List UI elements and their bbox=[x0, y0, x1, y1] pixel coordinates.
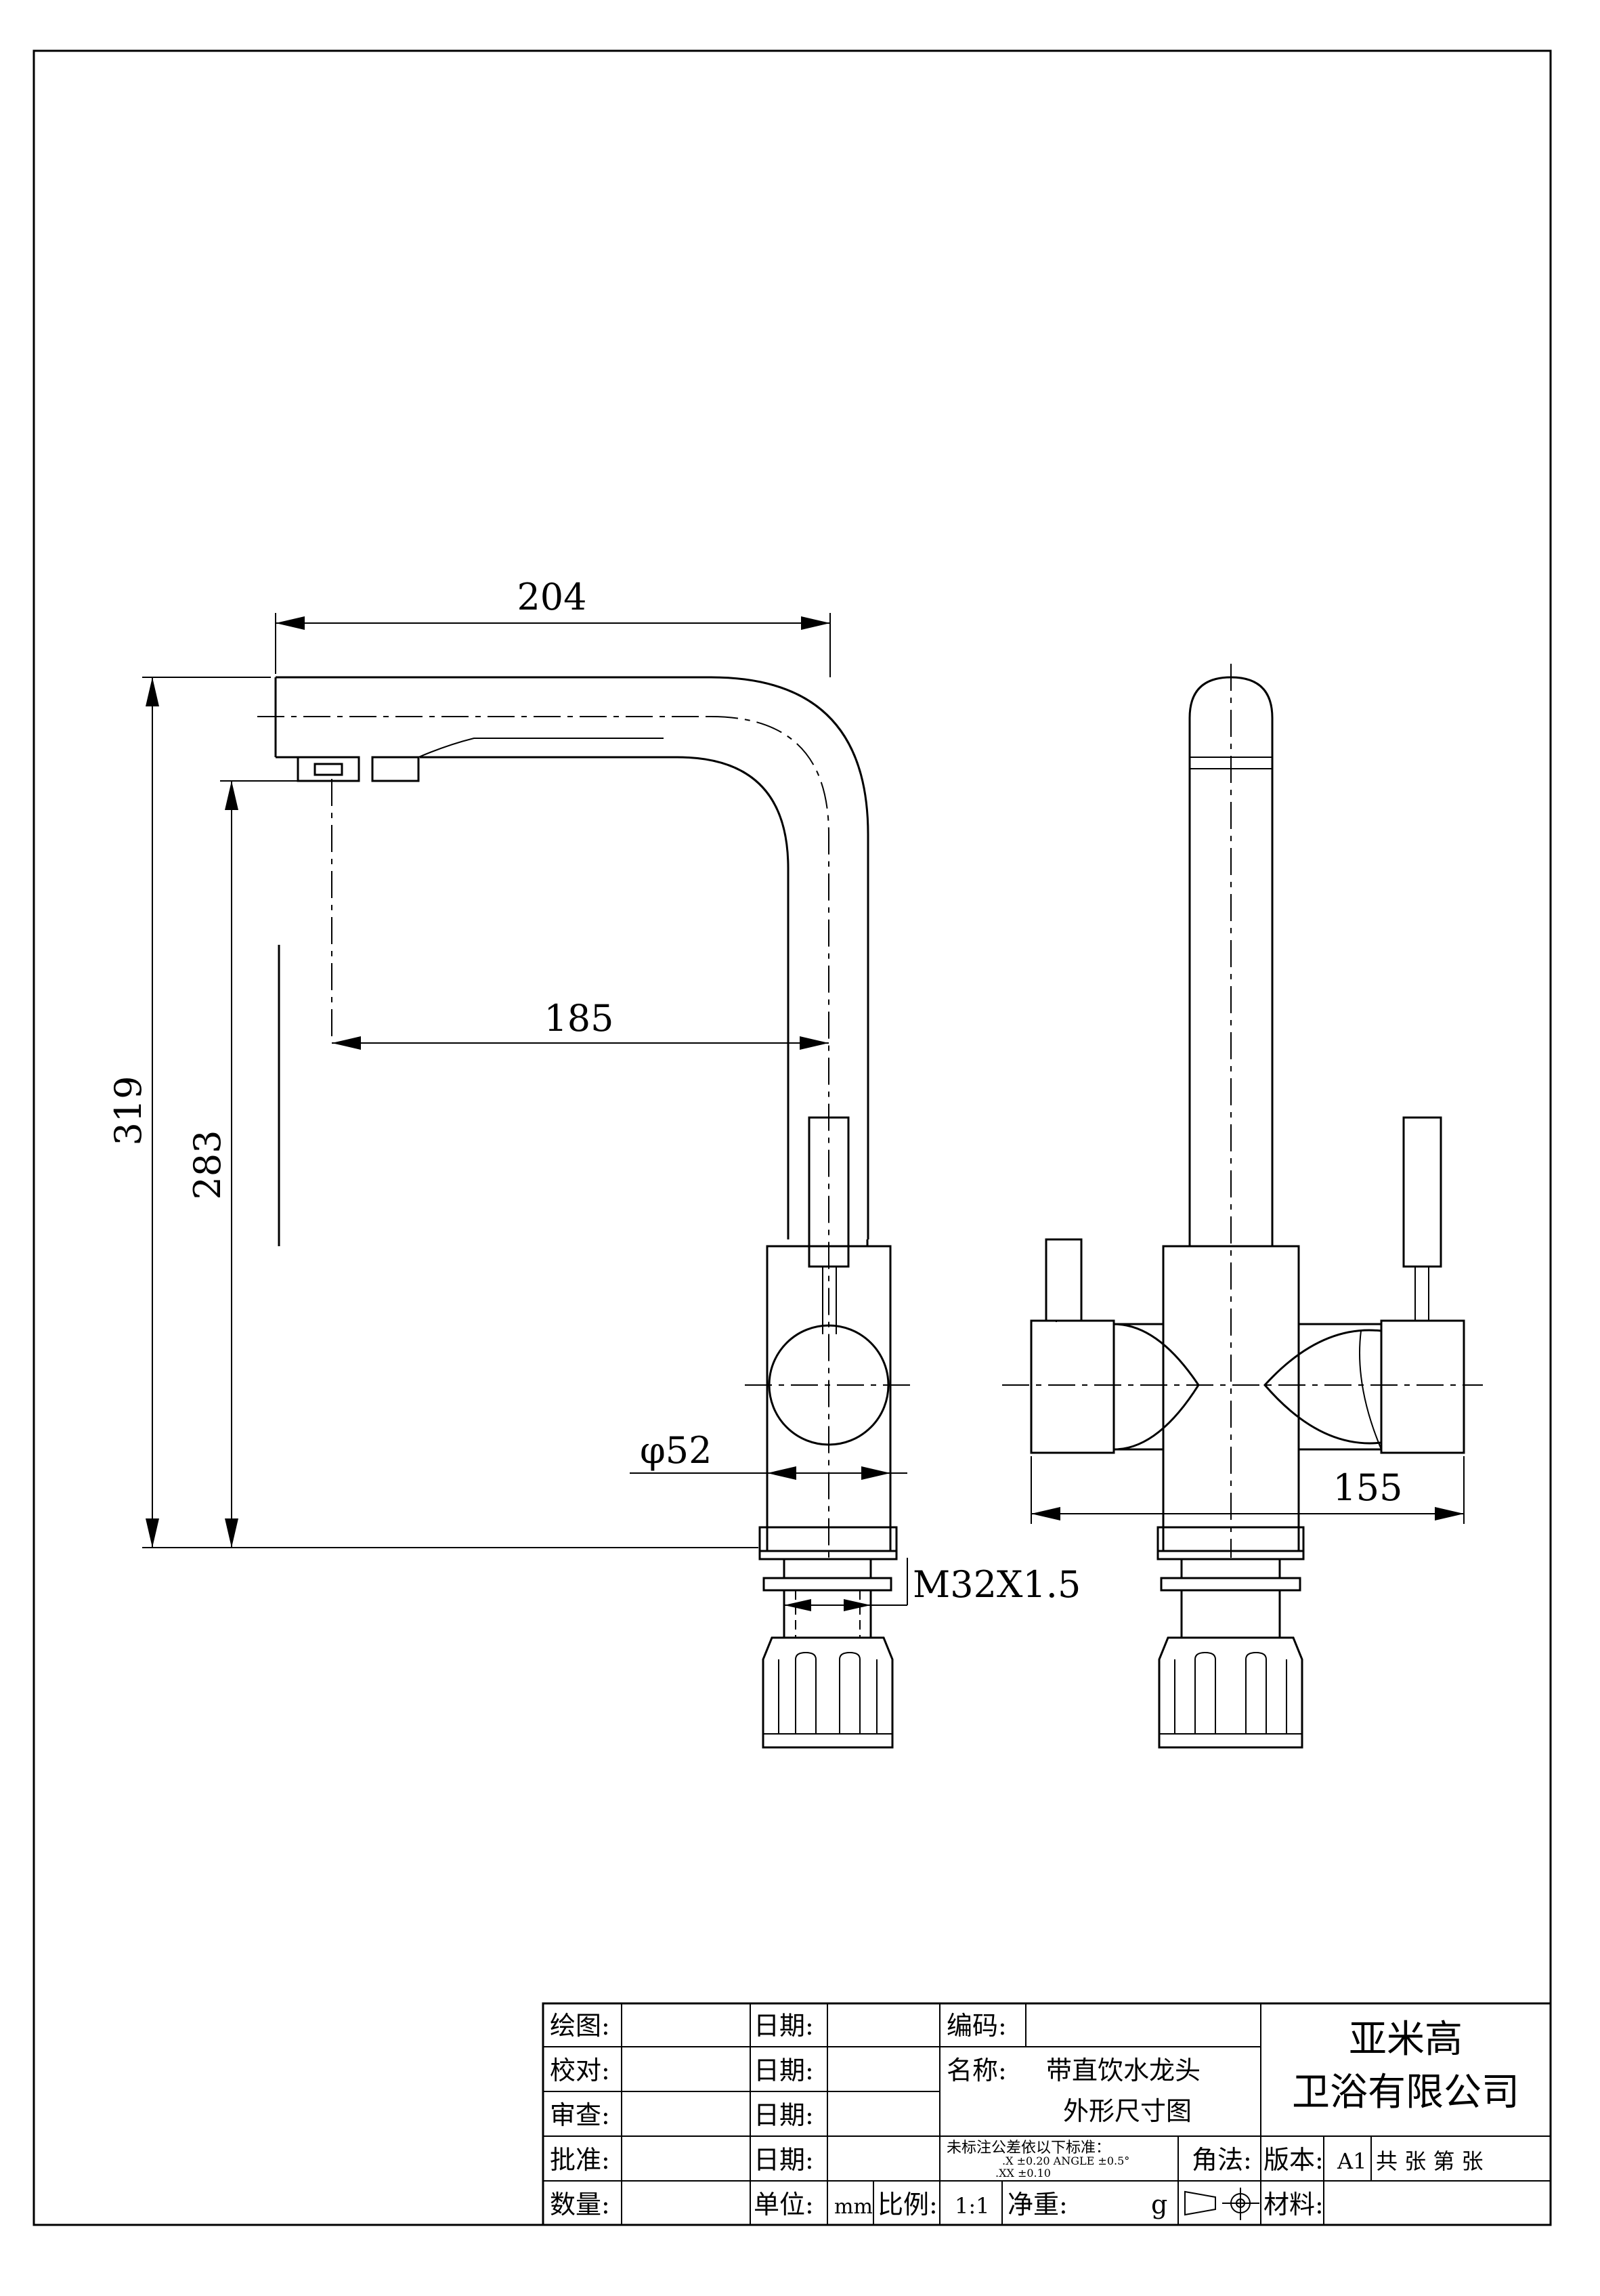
tb-checked-label: 校对: bbox=[550, 2056, 610, 2085]
tb-scale-label: 比例: bbox=[878, 2190, 938, 2219]
tb-version-value: A1 bbox=[1337, 2148, 1366, 2174]
dim-thread: M32X1.5 bbox=[913, 1563, 1081, 1606]
tb-sheets-text: 共 张 第 张 bbox=[1376, 2148, 1484, 2174]
sheet-border bbox=[33, 49, 1552, 2226]
tb-code-label: 编码: bbox=[947, 2011, 1007, 2041]
tb-quantity-label: 数量: bbox=[550, 2190, 610, 2219]
tb-unit-label: 单位: bbox=[754, 2190, 814, 2219]
spout-outline bbox=[278, 945, 869, 1246]
projection-symbol-icon bbox=[1184, 2188, 1259, 2220]
tb-reviewed-label: 审查: bbox=[550, 2100, 610, 2130]
tb-tolerance-line1: .X ±0.20 ANGLE ±0.5° bbox=[1002, 2154, 1129, 2167]
tb-tolerance-title: 未标注公差依以下标准： bbox=[947, 2140, 1110, 2156]
tb-version-label: 版本: bbox=[1263, 2145, 1324, 2175]
tb-unit-value: mm bbox=[834, 2195, 873, 2219]
tb-name-line1: 带直饮水龙头 bbox=[1046, 2056, 1201, 2085]
dim-319: 319 bbox=[107, 1076, 150, 1145]
tb-name-line2: 外形尺寸图 bbox=[1063, 2096, 1192, 2126]
dim-phi52: φ52 bbox=[640, 1429, 712, 1472]
front-view: 155 bbox=[1002, 664, 1483, 1749]
tb-tolerance-line2: .XX ±0.10 bbox=[995, 2167, 1051, 2180]
tb-date-label-3: 日期: bbox=[754, 2100, 814, 2130]
tb-approved-label: 批准: bbox=[550, 2145, 610, 2175]
dim-283: 283 bbox=[186, 1130, 229, 1199]
tb-date-label-2: 日期: bbox=[754, 2056, 814, 2085]
dim-155: 155 bbox=[1333, 1466, 1402, 1509]
dim-185: 185 bbox=[544, 997, 613, 1040]
title-block: 绘图: 校对: 审查: 批准: 数量: 日期: 日期: 日期: 日期: 单位: … bbox=[542, 2002, 1552, 2226]
tb-material-label: 材料: bbox=[1263, 2190, 1324, 2219]
tb-date-label-4: 日期: bbox=[754, 2145, 814, 2175]
dim-204: 204 bbox=[517, 576, 586, 618]
tb-projection-label: 角法: bbox=[1192, 2145, 1252, 2175]
tb-weight-label: 净重: bbox=[1008, 2190, 1068, 2219]
side-view: 204 185 319 283 φ52 M32X1.5 bbox=[107, 576, 1081, 1749]
tb-company-line2: 卫浴有限公司 bbox=[1292, 2070, 1519, 2114]
tb-scale-value: 1:1 bbox=[955, 2193, 990, 2219]
tb-company-line1: 亚米高 bbox=[1349, 2018, 1463, 2062]
tb-name-label: 名称: bbox=[947, 2056, 1007, 2085]
tb-weight-unit: g bbox=[1151, 2190, 1167, 2219]
tb-date-label-1: 日期: bbox=[754, 2011, 814, 2041]
tb-drawn-label: 绘图: bbox=[550, 2011, 610, 2041]
side-handle bbox=[808, 1116, 850, 1268]
